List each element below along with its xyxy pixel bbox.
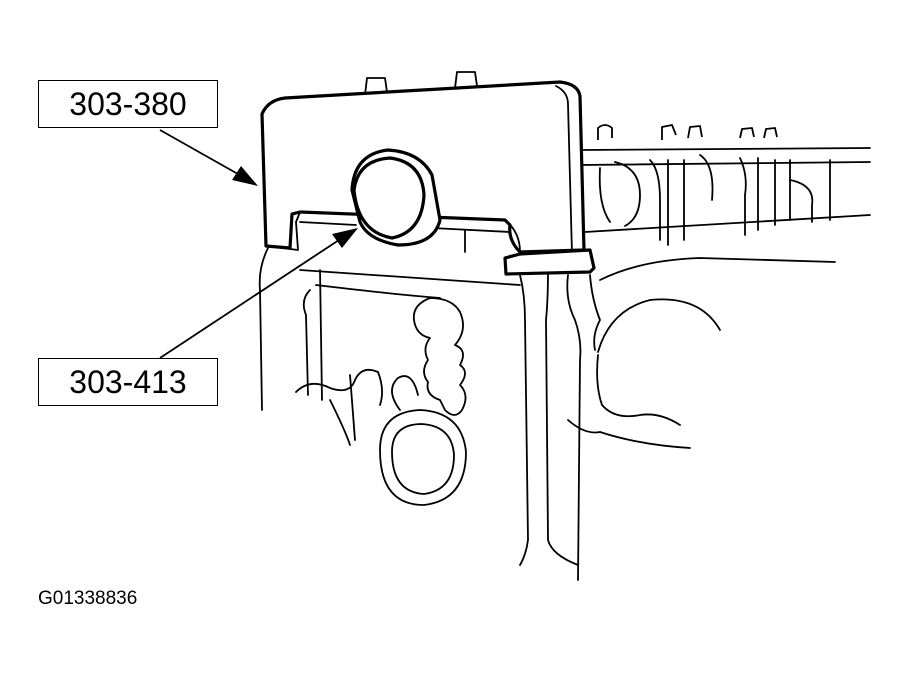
camshaft-assembly xyxy=(579,124,871,246)
callout-303-413: 303-413 xyxy=(38,358,218,406)
callout-303-380: 303-380 xyxy=(38,80,218,128)
arrowhead-303-413 xyxy=(332,228,358,248)
leader-arrows xyxy=(159,129,358,359)
figure-id: G01338836 xyxy=(38,588,138,609)
arrowhead-303-380 xyxy=(232,166,258,186)
arrow-303-380 xyxy=(159,129,246,179)
tool-303-413-plug xyxy=(350,148,442,247)
arrow-303-413 xyxy=(159,235,346,359)
engine-block xyxy=(258,247,836,581)
